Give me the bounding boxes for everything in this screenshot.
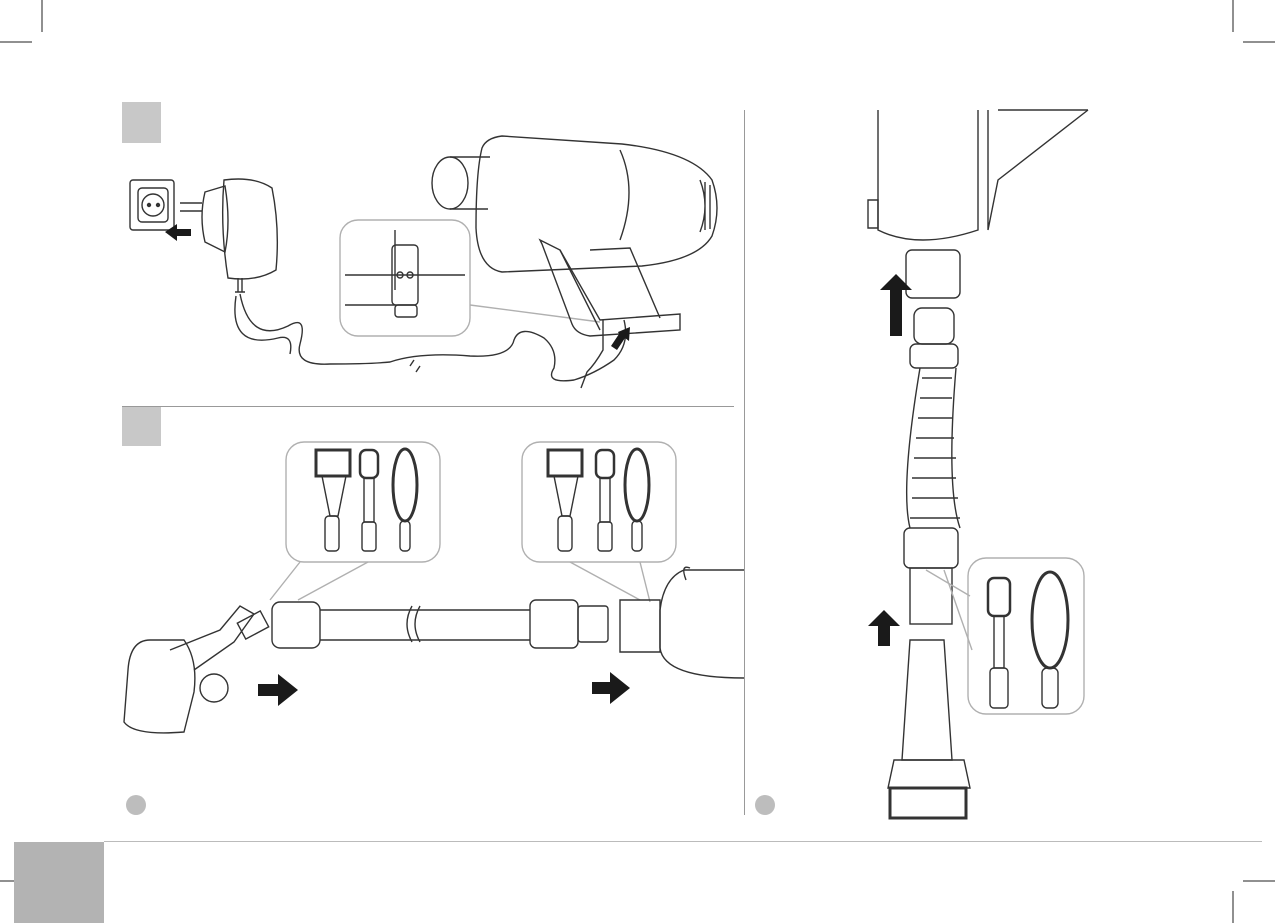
arrow-icon xyxy=(611,327,630,350)
brush-attachment-icon xyxy=(888,640,970,818)
arrow-icon xyxy=(592,672,630,704)
floor-head-icon xyxy=(124,606,269,733)
crevice-tool-icon xyxy=(360,450,378,551)
attachments-inset-left xyxy=(270,442,440,600)
tube-assembly-illustration xyxy=(0,420,744,780)
arrow-icon xyxy=(165,224,191,241)
flexible-hose-icon xyxy=(904,308,960,624)
hose-assembly-illustration xyxy=(744,100,1275,830)
attachments-inset-right xyxy=(522,442,676,602)
attachments-inset-hose xyxy=(926,558,1084,714)
wall-socket-icon xyxy=(130,180,174,230)
page-tab xyxy=(14,842,104,923)
vacuum-handheld-icon xyxy=(868,110,1088,298)
charging-illustration xyxy=(0,100,744,400)
charger-adapter-icon xyxy=(180,179,626,381)
dusting-brush-icon xyxy=(625,449,649,551)
vacuum-handheld-icon xyxy=(620,567,744,678)
crevice-tool-icon xyxy=(988,578,1010,708)
arrow-icon xyxy=(868,610,900,646)
extension-tube-icon xyxy=(272,600,608,648)
footer-rule xyxy=(104,841,1262,842)
brush-attachment-icon xyxy=(316,450,350,551)
vacuum-handheld-icon xyxy=(432,136,717,388)
section-divider-horizontal xyxy=(122,406,734,407)
page-dot-left xyxy=(126,795,146,815)
brush-attachment-icon xyxy=(548,450,582,551)
connector-inset xyxy=(340,220,600,336)
dusting-brush-icon xyxy=(393,449,417,551)
dusting-brush-icon xyxy=(1032,572,1068,708)
arrow-icon xyxy=(258,674,298,706)
crevice-tool-icon xyxy=(596,450,614,551)
arrow-icon xyxy=(880,274,912,336)
